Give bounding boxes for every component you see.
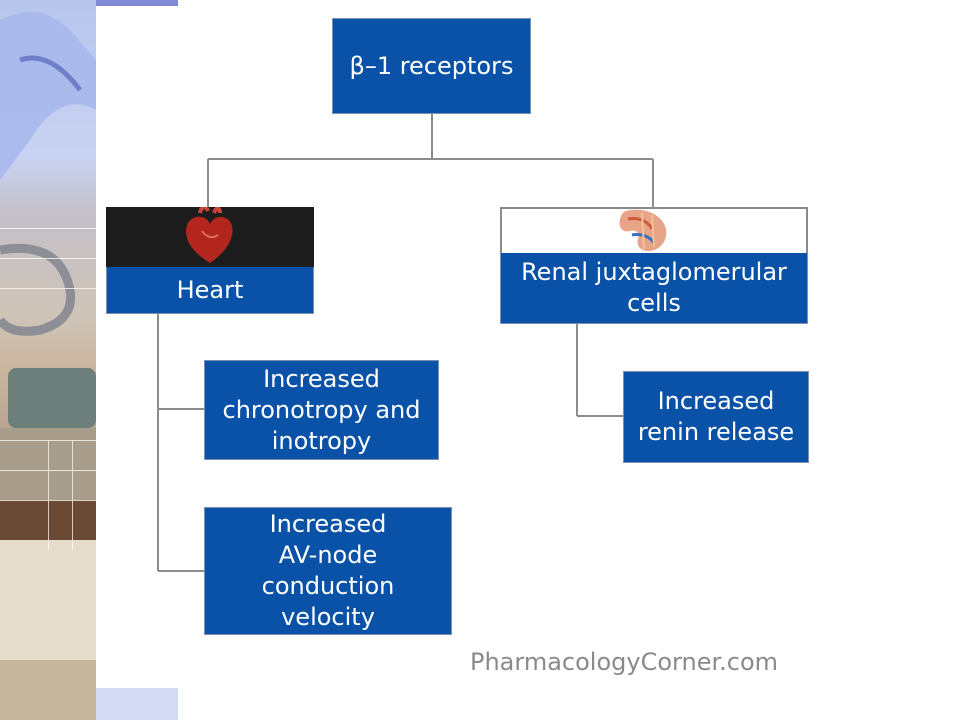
kidney-image-panel [500,207,808,253]
effect-renin-label: Increased renin release [637,387,795,446]
renal-node-label: Renal juxtaglomerular cells [521,258,787,317]
effect-renin-release: Increased renin release [623,371,809,463]
source-watermark: PharmacologyCorner.com [470,648,779,676]
heart-icon [186,205,233,263]
renal-jg-cells-node: Renal juxtaglomerular cells [500,253,808,324]
heart-node-label: Heart [176,275,244,304]
effect-av-node-conduction: Increased AV-node conduction velocity [204,507,452,635]
effect-chronotropy-label: Increased chronotropy and inotropy [222,364,421,455]
bottom-accent-strip [96,688,178,720]
effect-av-node-label: Increased AV-node conduction velocity [261,510,395,631]
top-accent-strip [96,0,178,6]
heart-node: Heart [106,267,314,314]
root-node-label: β–1 receptors [349,51,514,80]
kidney-icon [619,209,667,251]
effect-chronotropy-inotropy: Increased chronotropy and inotropy [204,360,439,460]
heart-image-panel [106,205,314,267]
decorative-side-photo [0,0,96,720]
root-node-beta1-receptors: β–1 receptors [332,18,531,114]
